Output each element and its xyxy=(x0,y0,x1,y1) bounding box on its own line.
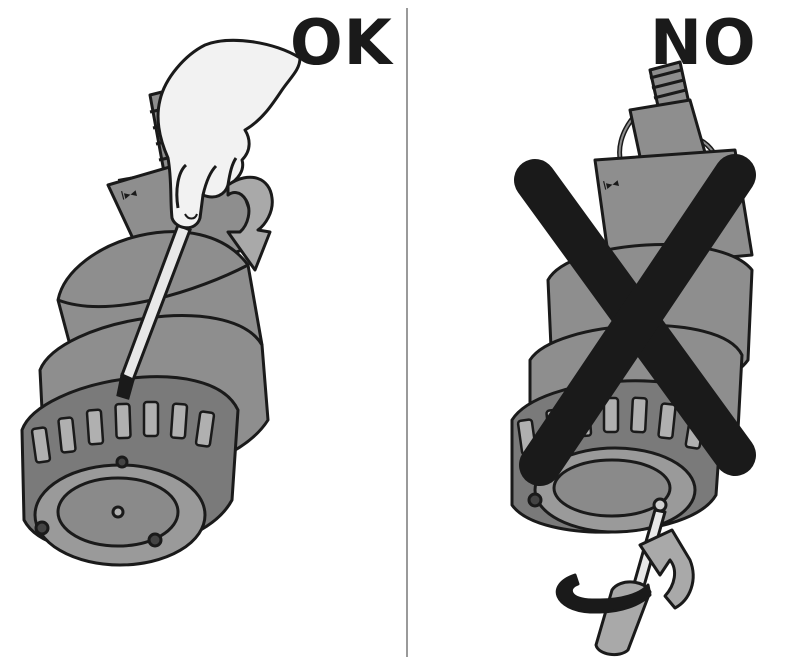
no-label: NO xyxy=(650,12,757,74)
right-rotation-arrow-icon xyxy=(557,530,693,612)
ok-label: OK xyxy=(290,12,393,74)
